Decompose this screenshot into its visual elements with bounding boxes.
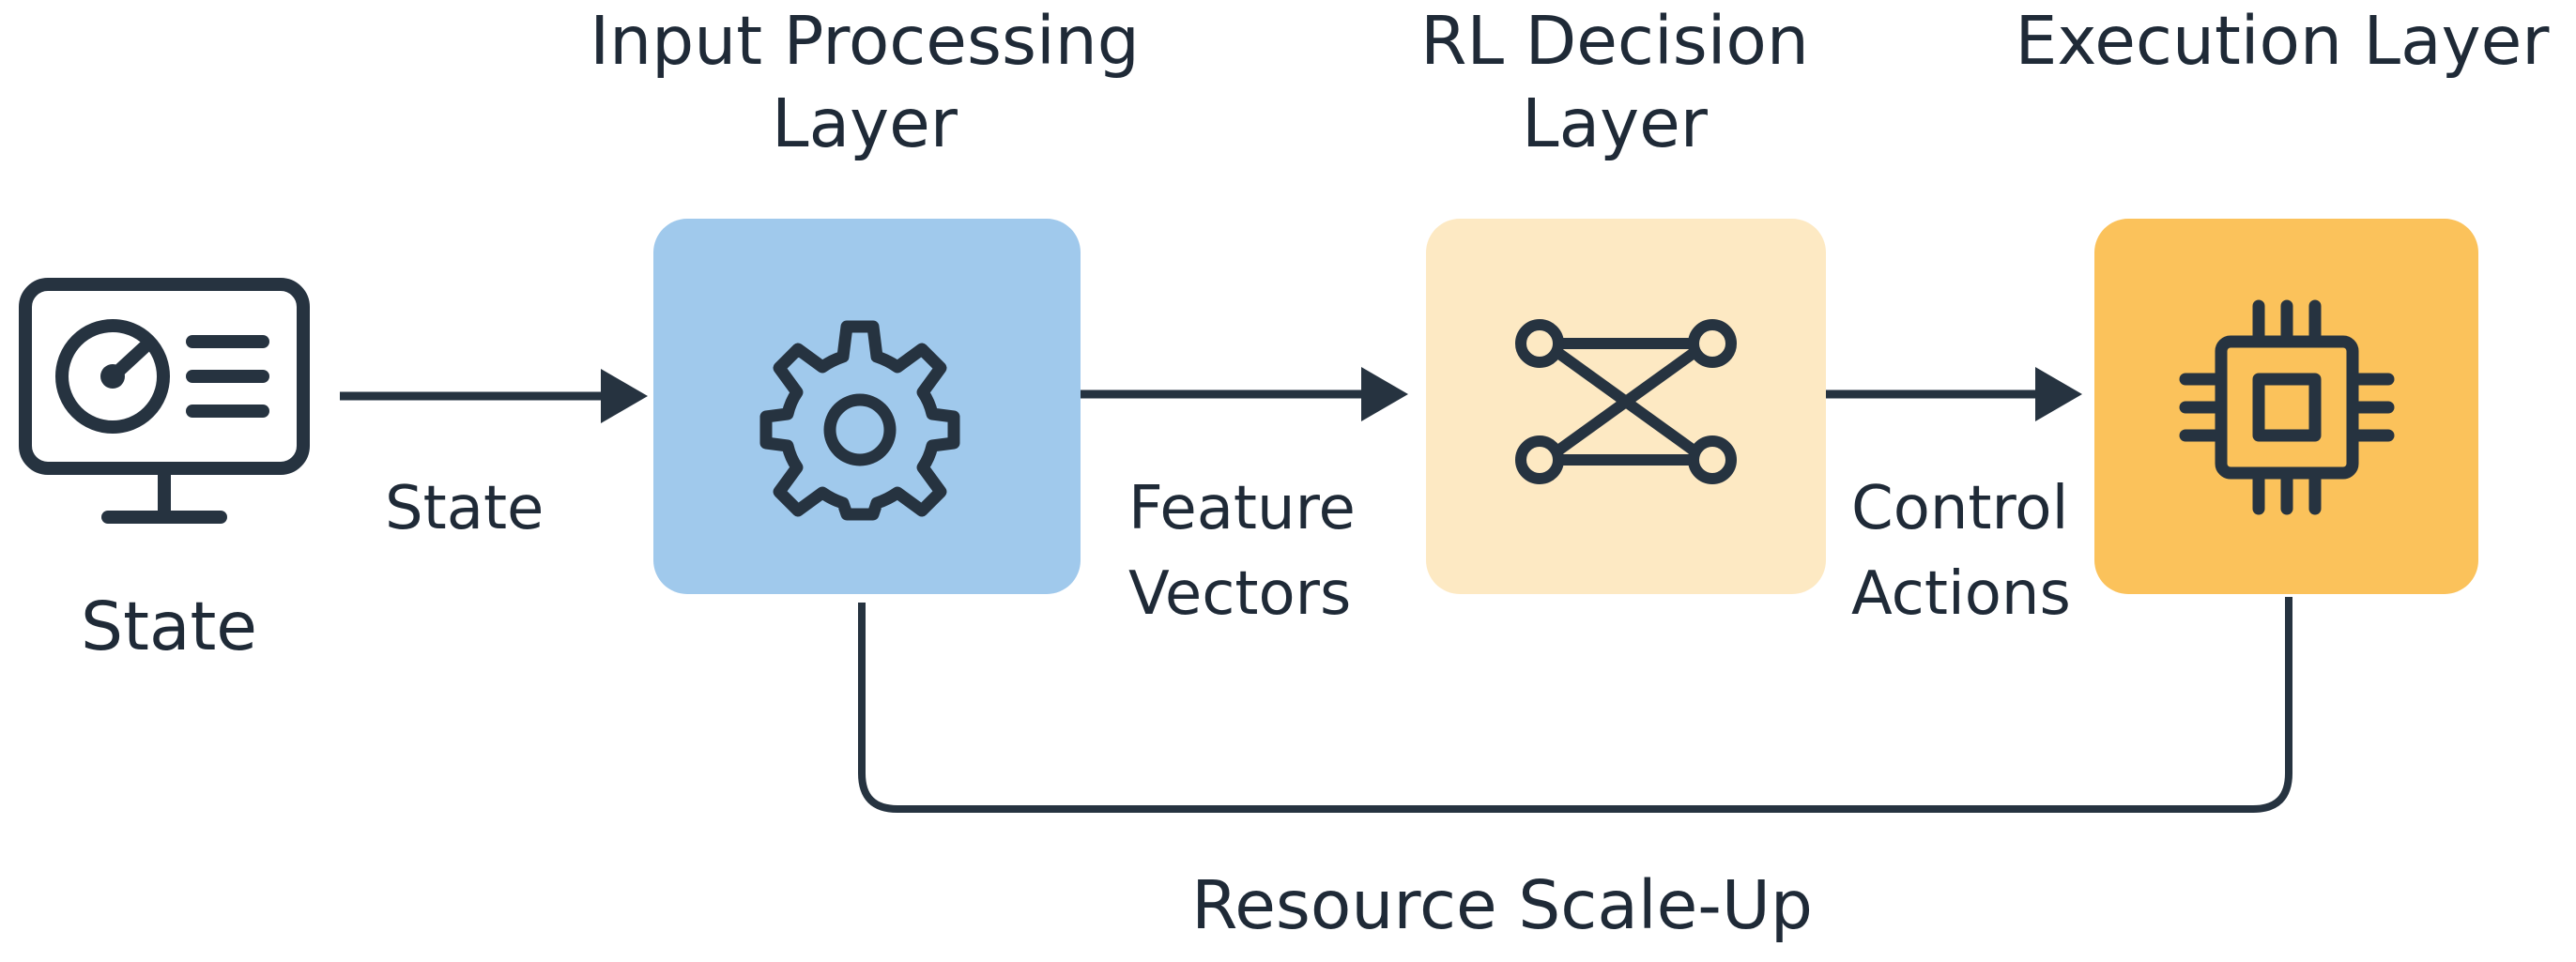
execution-box (2094, 219, 2478, 594)
edge-label-state: State (385, 474, 544, 543)
edge-label-feature: Feature (1128, 474, 1356, 543)
feedback-label: Resource Scale-Up (1191, 866, 1813, 944)
monitor-gauge-icon (19, 278, 310, 524)
state-source-label: State (81, 588, 257, 665)
edge-label-control-actions: Control Actions (1851, 466, 2071, 637)
arrow-input-to-rl (1081, 367, 1408, 421)
rl-layer-title-line1: RL Decision (1420, 2, 1809, 80)
edge-label-vectors: Vectors (1128, 559, 1352, 629)
input-layer-title-line1: Input Processing (590, 2, 1140, 80)
arrow-rl-to-exec (1826, 367, 2082, 421)
execution-layer-title-line1: Execution Layer (2015, 2, 2550, 80)
arrow-state-to-input (340, 369, 648, 423)
execution-layer-title: Execution Layer (1988, 0, 2576, 83)
edge-label-feature-vectors: Feature Vectors (1128, 466, 1356, 637)
feedback-line (858, 597, 2292, 813)
rl-layer-title: RL Decision Layer (1333, 0, 1896, 165)
neural-network-icon (1515, 319, 1737, 484)
edge-label-control: Control (1851, 474, 2069, 543)
input-layer-title-line2: Layer (772, 84, 958, 162)
rl-layer-title-line2: Layer (1522, 84, 1708, 162)
edge-label-actions: Actions (1851, 559, 2071, 629)
cpu-chip-icon (2179, 299, 2395, 515)
input-layer-title: Input Processing Layer (560, 0, 1170, 165)
gear-icon (759, 320, 960, 521)
